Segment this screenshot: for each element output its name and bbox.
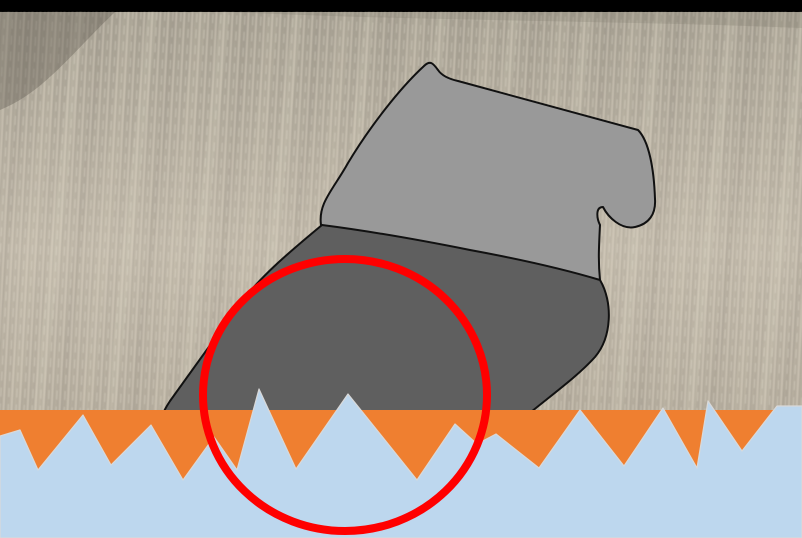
top-dark-bar <box>0 0 802 12</box>
